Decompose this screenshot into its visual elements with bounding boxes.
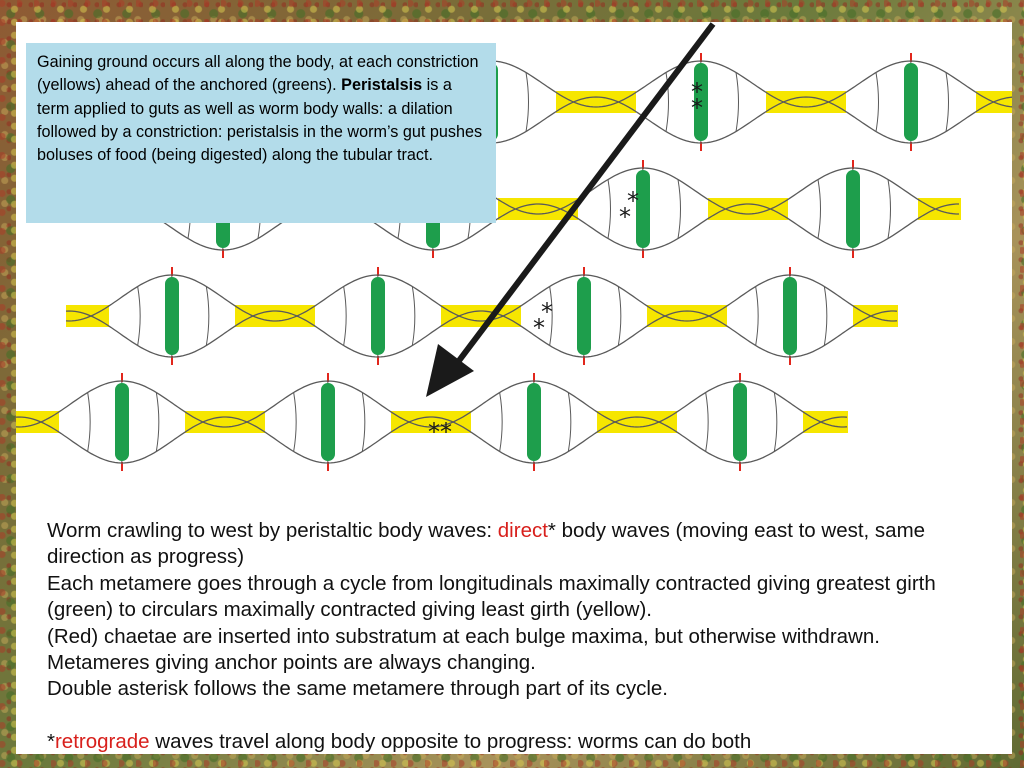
caption-line-1: Worm crawling to west by peristaltic bod… — [47, 518, 1007, 571]
caption-line-1-b: * body waves (moving east to west, same … — [47, 519, 926, 569]
yellow-metamere — [235, 305, 315, 327]
caption-direct-term: direct — [497, 519, 548, 542]
segment-line — [155, 392, 160, 452]
green-metamere — [371, 277, 385, 355]
segment-line — [665, 72, 669, 132]
segment-line — [945, 72, 949, 132]
segment-line — [735, 72, 739, 132]
segment-line — [361, 392, 366, 452]
segment-line — [887, 179, 891, 239]
yellow-metamere — [391, 411, 471, 433]
worm-outline-bottom — [16, 416, 848, 464]
caption-footnote: *retrograde waves travel along body oppo… — [47, 729, 1007, 754]
arrow-shaft — [455, 22, 716, 364]
footnote-rest: waves travel along body opposite to prog… — [149, 729, 752, 753]
green-metamere — [527, 383, 541, 461]
caption-text: Worm crawling to west by peristaltic bod… — [47, 518, 1007, 754]
segment-line — [137, 286, 141, 346]
asterisk-mark: * — [627, 187, 639, 215]
segment-line — [293, 392, 297, 452]
segment-line — [549, 286, 553, 346]
segment-line — [525, 72, 529, 132]
green-metamere — [165, 277, 179, 355]
segment-line — [411, 286, 416, 346]
segment-line — [87, 392, 91, 452]
arrow-head — [426, 344, 474, 397]
yellow-metamere — [556, 91, 636, 113]
yellow-metamere — [803, 411, 848, 433]
direction-arrow — [426, 22, 716, 397]
asterisk-mark: * — [619, 203, 631, 231]
worm-row-4 — [16, 373, 848, 471]
green-metamere — [321, 383, 335, 461]
yellow-metamere — [498, 198, 578, 220]
green-metamere — [846, 170, 860, 248]
caption-line-1-a: Worm crawling to west by peristaltic bod… — [47, 519, 498, 542]
segment-line — [773, 392, 778, 452]
green-metamere — [115, 383, 129, 461]
callout-text-2: is a term applied to guts as well as wor… — [37, 76, 483, 165]
worm-outline-top — [16, 380, 848, 428]
yellow-metamere — [16, 411, 59, 433]
yellow-metamere — [441, 305, 521, 327]
segment-line — [823, 286, 828, 346]
segment-line — [755, 286, 759, 346]
segment-line — [817, 179, 821, 239]
caption-line-2: Each metamere goes through a cycle from … — [47, 571, 936, 622]
asterisk-mark: * — [691, 78, 703, 106]
peristalsis-callout: Gaining ground occurs all along the body… — [26, 43, 496, 223]
caption-retrograde-term: retrograde — [54, 729, 150, 753]
callout-text-1: Gaining ground occurs all along the body… — [37, 53, 479, 95]
worm-row-3 — [65, 267, 898, 365]
yellow-metamere — [766, 91, 846, 113]
callout-bold-term: Peristalsis — [341, 76, 423, 95]
yellow-metamere — [853, 305, 898, 327]
caption-line-3: (Red) chaetae are inserted into substrat… — [47, 624, 880, 648]
segment-line — [343, 286, 347, 346]
yellow-metamere — [185, 411, 265, 433]
green-metamere — [783, 277, 797, 355]
segment-line — [677, 179, 681, 239]
segment-line — [617, 286, 622, 346]
asterisk-mark: * — [440, 418, 452, 446]
yellow-metamere — [66, 305, 109, 327]
segment-line — [567, 392, 572, 452]
segment-line — [705, 392, 709, 452]
segment-line — [875, 72, 879, 132]
yellow-metamere — [918, 198, 961, 220]
green-metamere — [904, 63, 918, 141]
green-metamere — [694, 63, 708, 141]
caption-line-4: Metameres giving anchor points are alway… — [47, 651, 536, 675]
asterisk-mark: * — [533, 314, 545, 342]
yellow-metamere — [708, 198, 788, 220]
double-asterisk-markers: ******** — [428, 78, 703, 446]
segment-line — [205, 286, 210, 346]
footnote-star: * — [47, 729, 55, 753]
asterisk-mark: * — [691, 94, 703, 122]
segment-line — [607, 179, 611, 239]
slide: ******** Gaining ground occurs all along… — [16, 22, 1012, 754]
asterisk-mark: * — [541, 298, 553, 326]
segment-line — [499, 392, 503, 452]
asterisk-mark: * — [428, 418, 440, 446]
green-metamere — [636, 170, 650, 248]
green-metamere — [577, 277, 591, 355]
yellow-metamere — [597, 411, 677, 433]
yellow-metamere — [647, 305, 727, 327]
worm-outline-bottom — [65, 310, 898, 358]
caption-line-5: Double asterisk follows the same metamer… — [47, 677, 668, 701]
green-metamere — [733, 383, 747, 461]
worm-outline-top — [65, 274, 898, 322]
